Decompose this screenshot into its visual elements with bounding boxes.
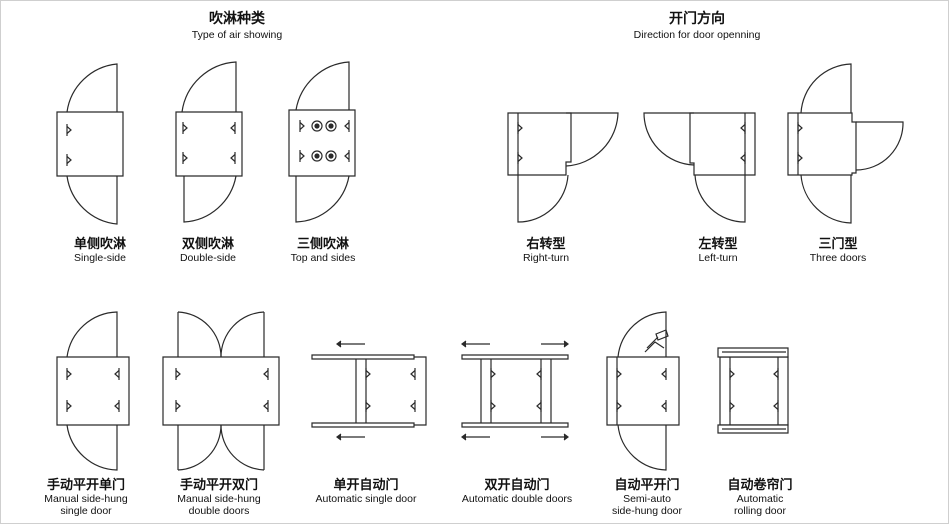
diagram-manual-double-doors <box>163 312 279 470</box>
diagram-right-turn <box>508 113 618 222</box>
diagram-three-doors <box>788 64 903 223</box>
label-right-turn-en: Right-turn <box>522 252 570 264</box>
label-auto-single-zh: 单开自动门 <box>333 478 399 493</box>
label-semi-auto-en: Semi-auto <box>623 493 671 505</box>
label-semi-auto-zh: 自动平开门 <box>614 478 680 493</box>
diagram-double-side <box>176 62 242 222</box>
label-manual-single-en2: single door <box>60 505 112 517</box>
label-right-turn-zh: 右转型 <box>526 237 566 252</box>
air-shower-heading-en: Type of air showing <box>191 29 283 41</box>
label-three-doors-en: Three doors <box>809 252 867 264</box>
door-direction-heading-en: Direction for door openning <box>633 29 761 41</box>
label-rolling-en: Automatic <box>736 493 784 505</box>
label-auto-double-en: Automatic double doors <box>461 493 573 505</box>
diagram-single-side <box>57 64 123 224</box>
label-single-side-zh: 单侧吹淋 <box>73 237 127 252</box>
diagram-auto-double-doors <box>462 341 568 440</box>
label-three-side-en: Top and sides <box>290 252 356 264</box>
diagram-manual-single-door <box>57 312 129 470</box>
label-three-side-zh: 三侧吹淋 <box>296 237 350 252</box>
diagram-three-side <box>289 62 355 222</box>
label-auto-double-zh: 双开自动门 <box>484 478 550 493</box>
label-left-turn-zh: 左转型 <box>698 237 738 252</box>
diagram-semi-auto-door <box>607 312 679 470</box>
label-auto-single-en: Automatic single door <box>315 493 417 505</box>
label-single-side-en: Single-side <box>74 252 126 264</box>
diagram-rolling-door <box>718 348 788 433</box>
label-rolling-zh: 自动卷帘门 <box>727 478 793 493</box>
label-double-side-en: Double-side <box>179 252 237 264</box>
label-manual-double-en2: double doors <box>188 505 250 517</box>
diagram-left-turn <box>644 113 755 222</box>
diagram-auto-single-door <box>312 341 426 440</box>
door-direction-heading-zh: 开门方向 <box>669 11 725 27</box>
label-manual-double-en: Manual side-hung <box>177 493 261 505</box>
label-three-doors-zh: 三门型 <box>818 237 858 252</box>
label-manual-double-zh: 手动平开双门 <box>179 478 259 493</box>
label-left-turn-en: Left-turn <box>698 252 738 264</box>
label-rolling-en2: rolling door <box>734 505 786 517</box>
label-manual-single-zh: 手动平开单门 <box>46 478 126 493</box>
label-double-side-zh: 双侧吹淋 <box>181 237 235 252</box>
label-semi-auto-en2: side-hung door <box>611 505 683 517</box>
label-manual-single-en: Manual side-hung <box>44 493 128 505</box>
air-shower-heading-zh: 吹淋种类 <box>209 11 265 27</box>
